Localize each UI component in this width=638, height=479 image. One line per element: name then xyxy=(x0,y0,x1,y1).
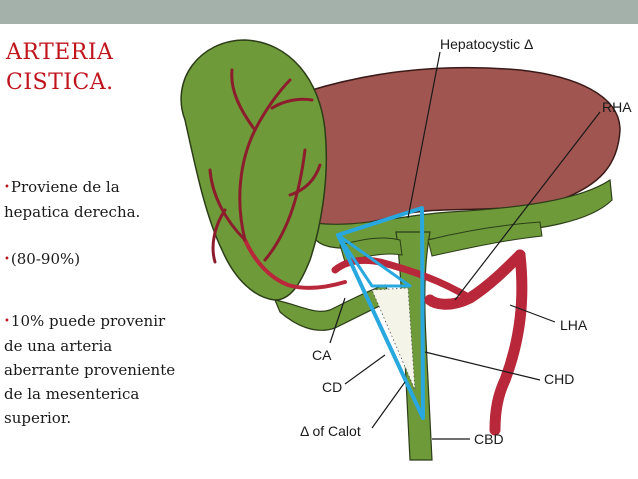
label-cbd: CBD xyxy=(474,431,504,447)
label-ca: CA xyxy=(312,347,332,363)
label-chd: CHD xyxy=(544,371,574,387)
gallbladder-arterial-branches xyxy=(208,68,322,264)
cystic-artery xyxy=(243,238,347,290)
bullet-item: •(80-90%) xyxy=(4,250,81,268)
anatomy-diagram: Hepatocystic Δ RHA LHA CHD CA CD Δ of Ca… xyxy=(180,36,632,461)
left-hepatic-artery xyxy=(489,249,528,436)
leader-lines xyxy=(329,51,601,440)
label-lha: LHA xyxy=(560,317,588,333)
bullet-dot-icon: • xyxy=(4,182,10,193)
label-hepatocystic: Hepatocystic Δ xyxy=(440,36,533,52)
bullet-item: •Proviene de la hepatica derecha. xyxy=(4,178,141,221)
calot-dotted-area xyxy=(371,287,416,391)
bullet-dot-icon: • xyxy=(4,254,10,265)
bullet-dot-icon: • xyxy=(4,316,10,327)
label-cd: CD xyxy=(322,379,342,395)
bullet-item: •10% puede provenir de una arteria aberr… xyxy=(4,312,176,427)
label-rha: RHA xyxy=(602,99,632,115)
calot-triangle xyxy=(336,233,412,288)
label-calot: Δ of Calot xyxy=(300,423,361,439)
hepatic-artery xyxy=(424,249,526,310)
hepatocystic-triangle xyxy=(336,206,425,420)
right-hepatic-artery xyxy=(331,256,474,302)
slide-title: ARTERIA CISTICA. xyxy=(6,40,114,95)
left-hepatic-duct xyxy=(427,221,543,257)
gallbladder-shape xyxy=(180,39,328,301)
top-bar xyxy=(0,0,638,24)
